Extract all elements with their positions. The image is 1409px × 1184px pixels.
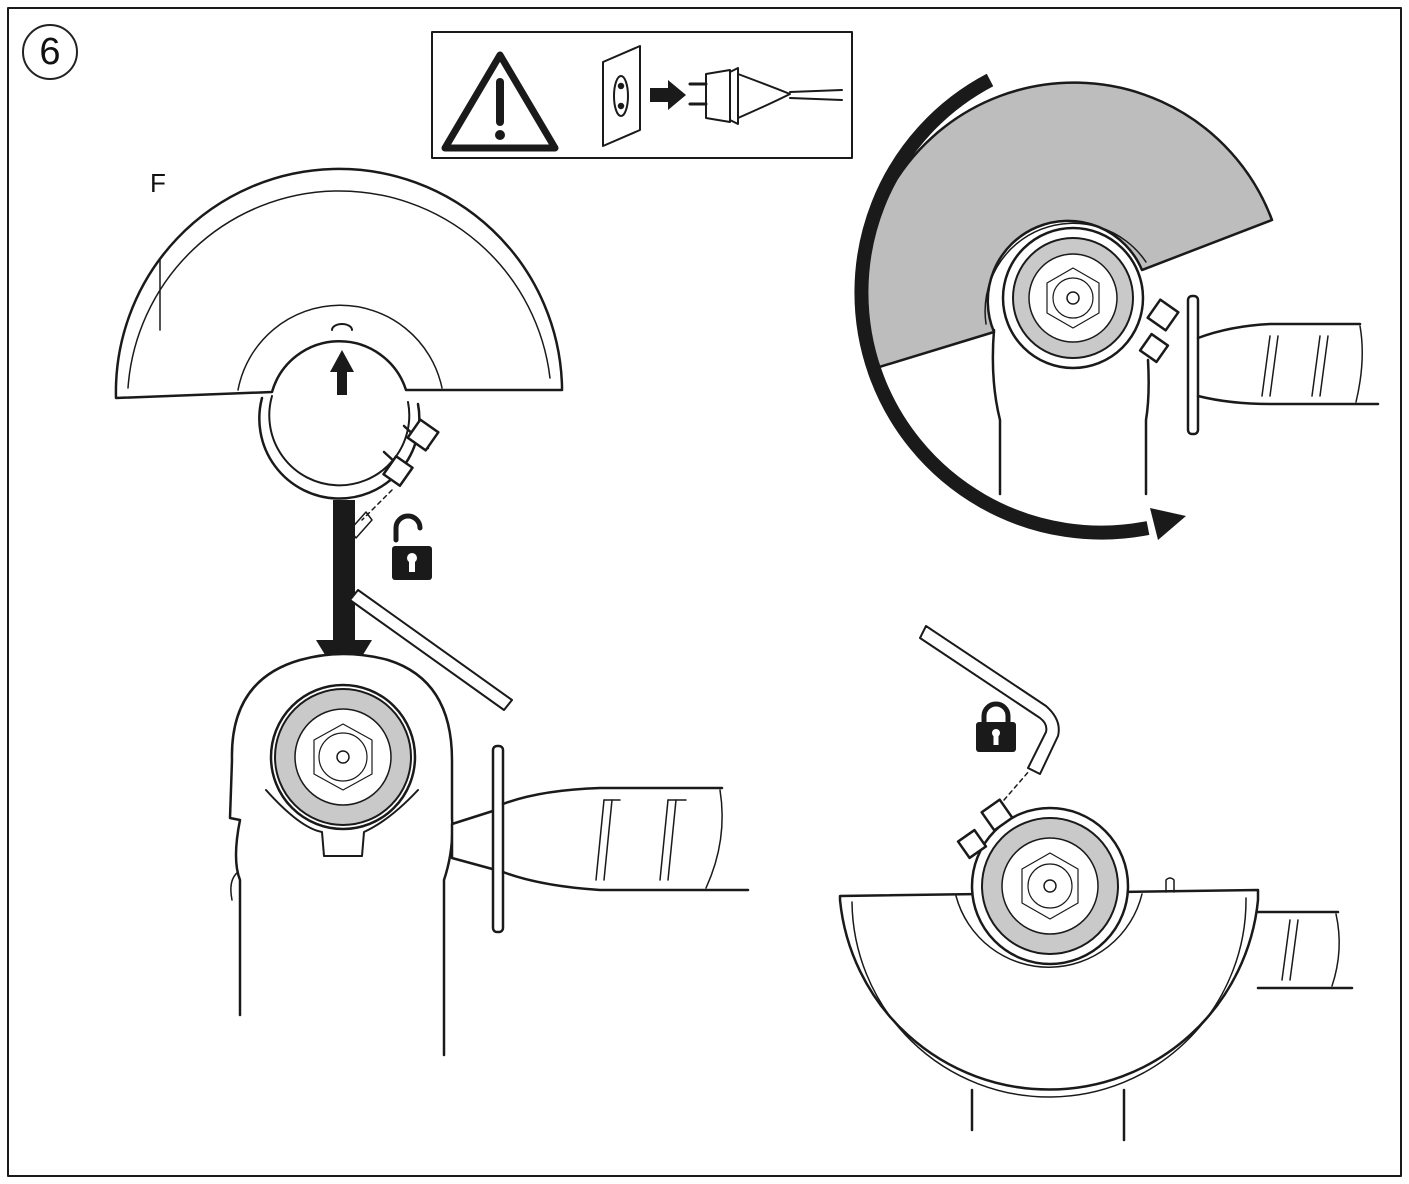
grinder-rotate-guard xyxy=(861,81,1380,496)
grinder-head-front xyxy=(228,652,750,1057)
arrow-up-icon xyxy=(330,350,354,395)
arrow-down-icon xyxy=(316,500,372,686)
guard-label-f: F xyxy=(150,168,166,198)
outer-border xyxy=(7,7,1402,1177)
hex-key-right xyxy=(919,625,1060,775)
warning-box xyxy=(431,31,853,159)
rotation-arrow-icon xyxy=(854,73,1186,540)
grinder-lock-guard xyxy=(838,769,1354,1142)
hex-key-left xyxy=(349,589,513,711)
unplug-from-socket-icon xyxy=(602,45,843,147)
padlock-closed-icon xyxy=(976,701,1016,752)
guard-upper-left xyxy=(114,167,564,539)
padlock-open-icon xyxy=(392,513,432,580)
warning-triangle-icon xyxy=(441,51,559,152)
step-number-badge: 6 xyxy=(22,24,78,80)
